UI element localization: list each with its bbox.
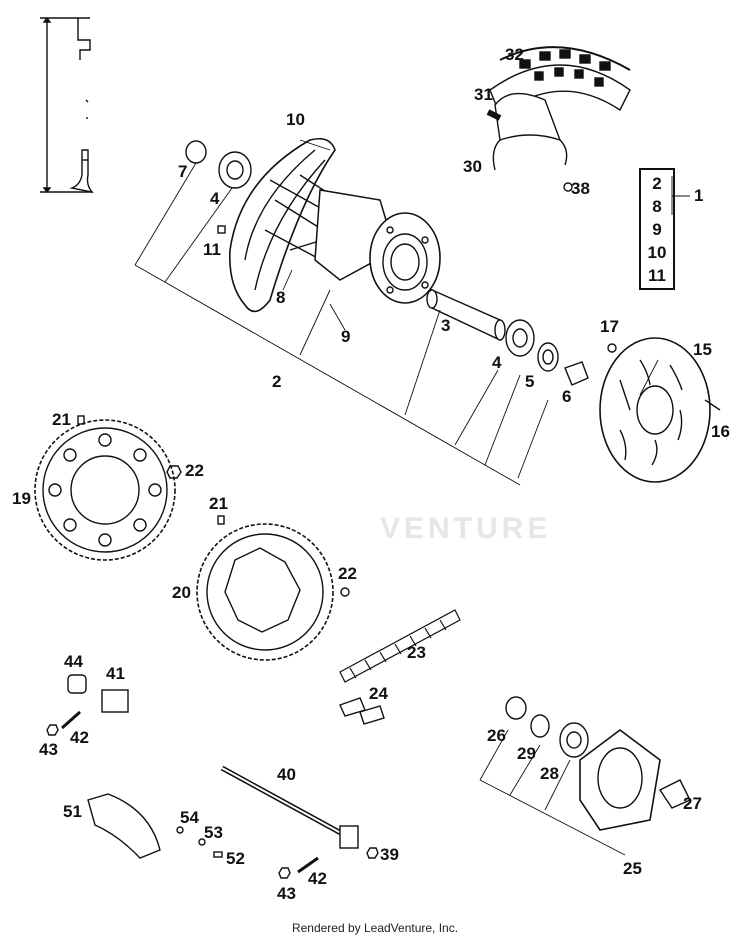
callout-9: 9 bbox=[341, 327, 351, 346]
callout-23: 23 bbox=[407, 643, 426, 662]
nut-43-a bbox=[46, 724, 59, 736]
callout-4: 4 bbox=[492, 353, 502, 372]
rear-axle bbox=[220, 765, 359, 849]
callout-10: 10 bbox=[286, 110, 305, 129]
callout-25: 25 bbox=[623, 859, 642, 878]
chain-roller-44 bbox=[67, 674, 87, 694]
callout-11: 11 bbox=[203, 240, 221, 259]
assembly-item: 9 bbox=[652, 220, 662, 239]
bearing-4-lower bbox=[505, 319, 535, 357]
callout-41: 41 bbox=[106, 664, 125, 683]
callout-27: 27 bbox=[683, 794, 702, 813]
callout-1: 1 bbox=[694, 186, 704, 205]
callout-29: 29 bbox=[517, 744, 536, 763]
callout-5: 5 bbox=[525, 372, 535, 391]
watermark: VENTURE bbox=[380, 512, 552, 545]
assembly-item: 10 bbox=[647, 243, 667, 262]
screw-52 bbox=[213, 851, 223, 858]
callout-28: 28 bbox=[540, 764, 559, 783]
callout-16: 16 bbox=[711, 422, 730, 441]
callout-39: 39 bbox=[380, 845, 399, 864]
valve-cap-38 bbox=[563, 182, 573, 192]
wheel-hub bbox=[314, 189, 441, 304]
seal-5 bbox=[537, 342, 559, 372]
seal-29 bbox=[530, 714, 550, 738]
cush-drive-hub bbox=[579, 729, 691, 831]
nipple-11 bbox=[217, 225, 226, 234]
bearing-4-upper bbox=[218, 151, 252, 189]
valve-stem-detail bbox=[40, 16, 94, 194]
callout-54: 54 bbox=[180, 808, 199, 827]
callout-38: 38 bbox=[571, 179, 590, 198]
axle-nut-39 bbox=[366, 847, 379, 859]
callout-22: 22 bbox=[338, 564, 357, 583]
assembly-item: 8 bbox=[652, 197, 662, 216]
leader-lines bbox=[134, 139, 690, 856]
bearing-28 bbox=[559, 722, 589, 758]
nut-22-b bbox=[340, 587, 350, 597]
callout-15: 15 bbox=[693, 340, 712, 359]
tire-assembly bbox=[486, 46, 631, 171]
callout-21: 21 bbox=[52, 410, 71, 429]
bolt-21-b bbox=[217, 515, 225, 525]
callout-40: 40 bbox=[277, 765, 296, 784]
callout-6: 6 bbox=[562, 387, 572, 406]
callout-24: 24 bbox=[369, 684, 388, 703]
callout-26: 26 bbox=[487, 726, 506, 745]
callout-51: 51 bbox=[63, 802, 82, 821]
assembly-reference-box: 2 8 9 10 11 bbox=[639, 168, 675, 290]
spacer-6 bbox=[564, 361, 589, 386]
damper-27 bbox=[658, 779, 691, 809]
adjuster-bolt-42-b bbox=[297, 856, 319, 874]
callout-21: 21 bbox=[209, 494, 228, 513]
sprocket-19 bbox=[34, 415, 182, 561]
callout-43: 43 bbox=[277, 884, 296, 903]
callout-32: 32 bbox=[505, 45, 524, 64]
callout-22: 22 bbox=[185, 461, 204, 480]
spacer-26 bbox=[505, 696, 527, 720]
chain-guard-51 bbox=[87, 793, 161, 859]
callout-42: 42 bbox=[308, 869, 327, 888]
callout-43: 43 bbox=[39, 740, 58, 759]
callout-30: 30 bbox=[463, 157, 482, 176]
distance-sleeve-3 bbox=[426, 288, 506, 342]
spacer-7 bbox=[185, 140, 207, 164]
callout-52: 52 bbox=[226, 849, 245, 868]
callout-4: 4 bbox=[210, 189, 220, 208]
callout-7: 7 bbox=[178, 162, 188, 181]
footer-credit: Rendered by LeadVenture, Inc. bbox=[291, 921, 459, 935]
washer-54 bbox=[176, 826, 184, 834]
callout-53: 53 bbox=[204, 823, 223, 842]
assembly-item: 2 bbox=[652, 174, 662, 193]
callout-2: 2 bbox=[272, 372, 282, 391]
callout-31: 31 bbox=[474, 85, 493, 104]
brake-disc bbox=[599, 337, 721, 483]
callout-17: 17 bbox=[600, 317, 619, 336]
callout-3: 3 bbox=[441, 316, 451, 335]
assembly-item: 11 bbox=[648, 266, 666, 285]
callout-42: 42 bbox=[70, 728, 89, 747]
chain-adjuster-41 bbox=[101, 689, 129, 713]
chain bbox=[339, 609, 461, 683]
sprocket-20 bbox=[196, 515, 350, 661]
bolt-21-a bbox=[77, 415, 85, 425]
nut-17 bbox=[607, 343, 617, 353]
callout-19: 19 bbox=[12, 489, 31, 508]
nut-43-b bbox=[278, 867, 291, 879]
nut-22-a bbox=[166, 465, 182, 479]
callout-44: 44 bbox=[64, 652, 83, 671]
nut-53 bbox=[198, 838, 206, 846]
callout-20: 20 bbox=[172, 583, 191, 602]
adjuster-bolt-42 bbox=[61, 710, 81, 730]
callout-8: 8 bbox=[276, 288, 286, 307]
